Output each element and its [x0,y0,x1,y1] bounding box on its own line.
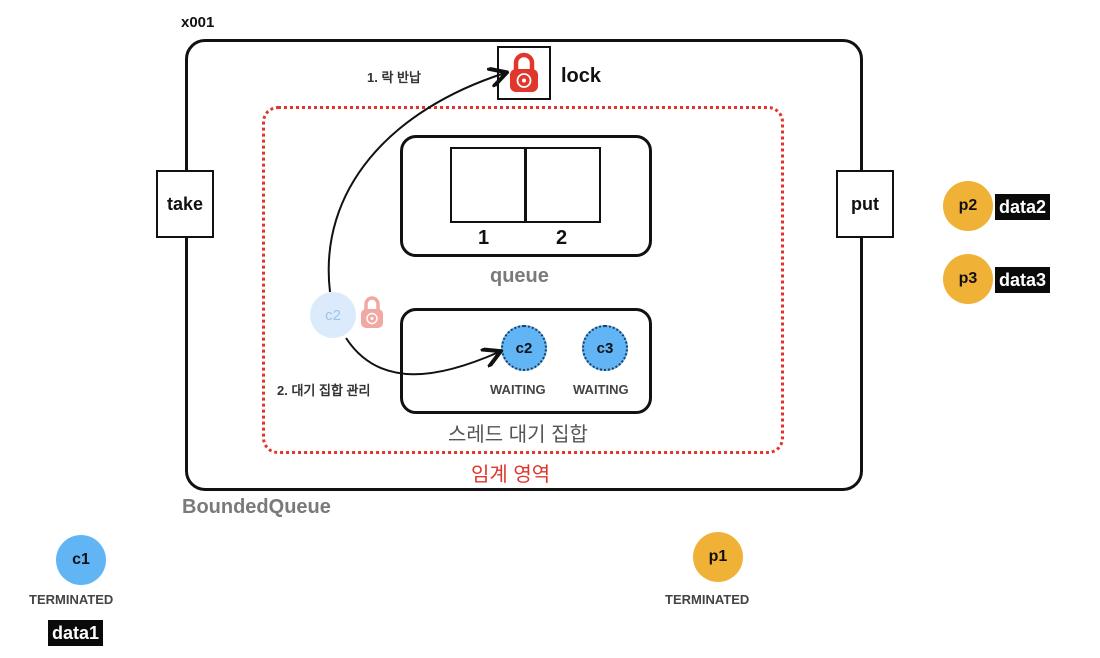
faded-padlock-icon [361,296,383,328]
put-label: put [851,193,879,214]
producer-data-tag: data3 [995,267,1051,293]
consumer-state-label: TERMINATED [29,592,114,607]
queue-slot [525,147,601,223]
ghost-thread: c2 [310,292,356,338]
producer-state-label: TERMINATED [665,592,750,607]
waiting-thread-c2: c2 [501,325,547,371]
take-label: take [166,193,204,214]
queue-slot-number: 1 [478,227,490,249]
ghost-thread-name: c2 [325,306,341,324]
consumer-c1: c1 [56,535,106,585]
thread-name: c3 [596,339,614,357]
take-method-box[interactable]: take [156,170,214,238]
bounded-queue-box [185,39,863,491]
queue-slot-number: 2 [556,227,568,249]
waiting-thread-c3: c3 [582,325,628,371]
producer-data-tag: data2 [995,194,1051,220]
put-method-box[interactable]: put [836,170,894,238]
step1-label: 1. 락 반납 [367,70,421,85]
producer-name: p2 [958,197,978,214]
step2-label: 2. 대기 집합 관리 [277,383,371,398]
producer-p2: p2 [943,181,993,231]
critical-section-label: 임계 영역 [471,464,551,486]
wait-set-title: 스레드 대기 집합 [448,424,588,446]
producer-name: p1 [708,548,728,565]
thread-name: c2 [515,339,533,357]
padlock-icon [510,52,538,92]
lock-box [497,46,551,100]
queue-title: queue [490,265,549,287]
lock-label: lock [561,65,602,87]
consumer-name: c1 [72,551,90,568]
thread-state-label: WAITING [490,382,546,397]
critical-section-box [262,106,784,454]
producer-p1: p1 [693,532,743,582]
thread-state-label: WAITING [573,382,629,397]
producer-p3: p3 [943,254,993,304]
class-label: BoundedQueue [182,496,331,518]
consumer-data-tag: data1 [48,620,104,646]
queue-slot [450,147,526,223]
object-id-label: x001 [181,14,215,31]
producer-name: p3 [958,270,978,287]
